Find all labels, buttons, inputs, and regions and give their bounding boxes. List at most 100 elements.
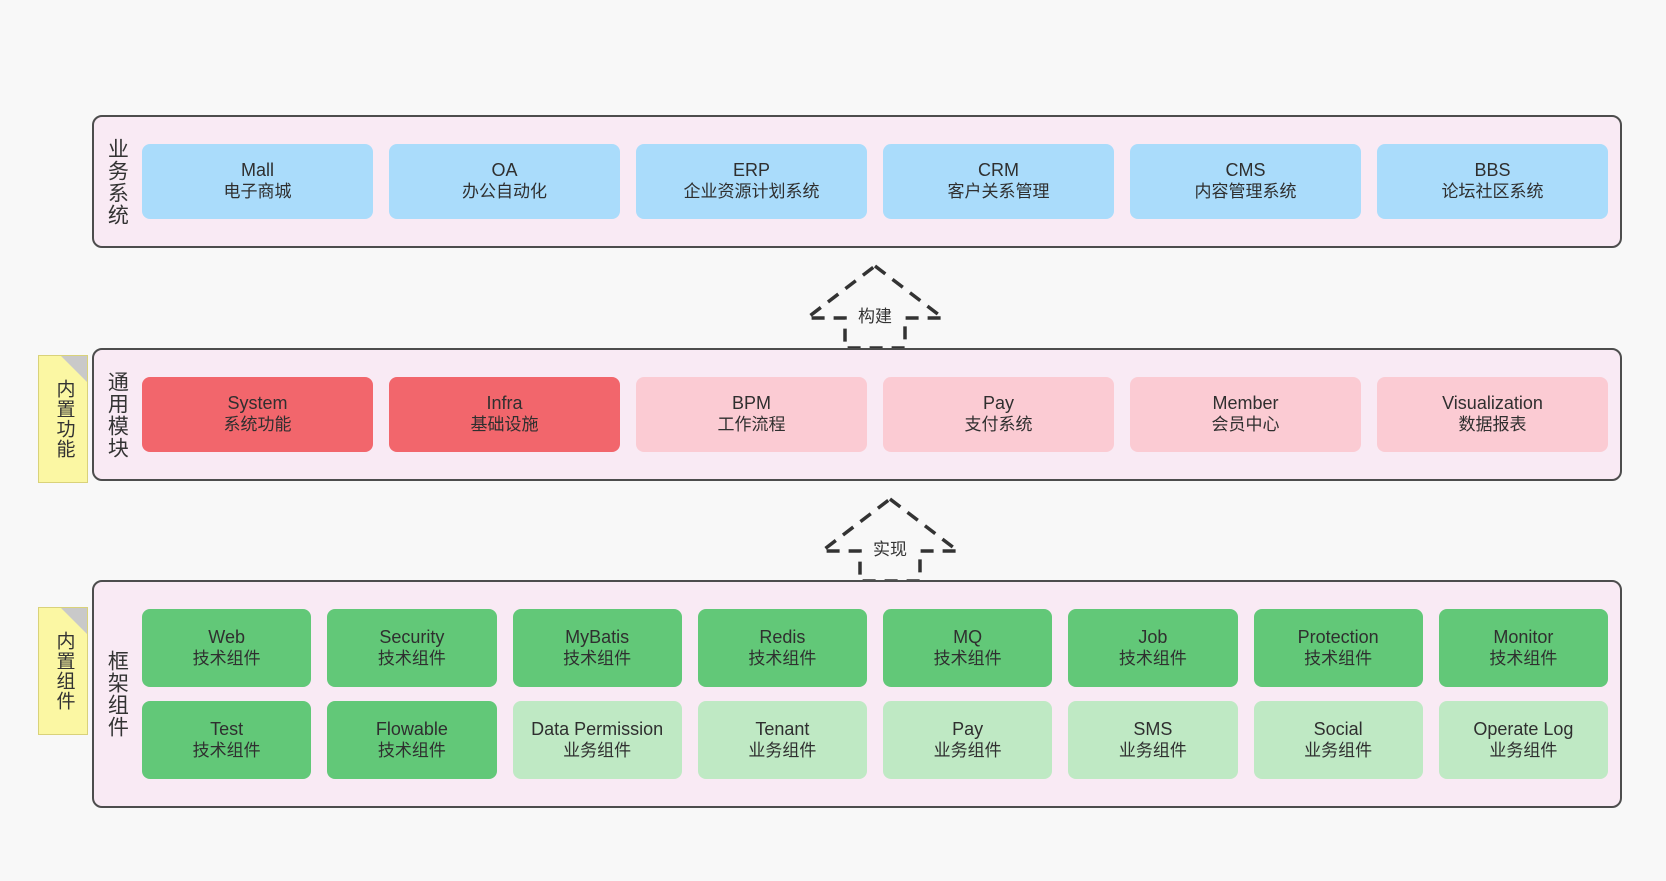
node-title: Pay [982,393,1015,414]
connector-build: 构建 [800,262,950,350]
layer-body-framework-components: Web 技术组件 Security 技术组件 MyBatis 技术组件 Redi… [138,582,1620,806]
node-title: Visualization [1442,393,1543,414]
node-title: Social [1313,718,1363,739]
layer-business-systems: 业务系统 Mall 电子商城 OA 办公自动化 ERP 企业资源计划系统 CRM… [92,115,1622,248]
node-title: CRM [978,160,1019,181]
node-title: Redis [759,626,806,647]
node-subtitle: 业务组件 [748,740,817,760]
node-title: Data Permission [531,718,664,739]
node-title: Job [1138,626,1168,647]
connector-implement: 实现 [815,495,965,583]
node-title: Protection [1297,626,1379,647]
node-mybatis[interactable]: MyBatis 技术组件 [512,609,682,687]
node-security[interactable]: Security 技术组件 [327,609,497,687]
node-mq[interactable]: MQ 技术组件 [883,609,1053,687]
node-title: ERP [732,160,770,181]
node-oa[interactable]: OA 办公自动化 [389,144,620,219]
node-cms[interactable]: CMS 内容管理系统 [1130,144,1361,219]
connector-implement-label: 实现 [873,540,907,559]
node-subtitle: 业务组件 [1489,740,1558,760]
node-operate-log[interactable]: Operate Log 业务组件 [1438,701,1608,779]
node-subtitle: 业务组件 [1118,740,1187,760]
node-crm[interactable]: CRM 客户关系管理 [883,144,1114,219]
node-title: BPM [731,393,771,414]
node-title: Tenant [755,718,810,739]
node-subtitle: 论坛社区系统 [1441,182,1544,202]
node-mall[interactable]: Mall 电子商城 [142,144,373,219]
node-redis[interactable]: Redis 技术组件 [697,609,867,687]
node-system[interactable]: System 系统功能 [142,377,373,452]
layer-row: Mall 电子商城 OA 办公自动化 ERP 企业资源计划系统 CRM 客户关系… [142,144,1608,219]
note-label: 内置功能 [53,379,75,459]
layer-body-business-systems: Mall 电子商城 OA 办公自动化 ERP 企业资源计划系统 CRM 客户关系… [138,117,1620,246]
node-sms[interactable]: SMS 业务组件 [1068,701,1238,779]
node-title: System [227,393,288,414]
node-data-permission[interactable]: Data Permission 业务组件 [512,701,682,779]
layer-common-modules: 通用模块 System 系统功能 Infra 基础设施 BPM 工作流程 Pay… [92,348,1622,481]
node-subtitle: 办公自动化 [462,182,547,202]
node-title: Security [379,626,445,647]
node-subtitle: 业务组件 [933,740,1002,760]
node-subtitle: 电子商城 [223,182,292,202]
node-subtitle: 系统功能 [223,415,292,435]
node-bbs[interactable]: BBS 论坛社区系统 [1377,144,1608,219]
node-subtitle: 企业资源计划系统 [683,182,820,202]
node-tenant[interactable]: Tenant 业务组件 [697,701,867,779]
node-subtitle: 技术组件 [1304,648,1373,668]
node-protection[interactable]: Protection 技术组件 [1253,609,1423,687]
node-subtitle: 技术组件 [192,648,261,668]
node-title: SMS [1133,718,1173,739]
node-subtitle: 技术组件 [377,740,446,760]
node-subtitle: 会员中心 [1211,415,1280,435]
node-member[interactable]: Member 会员中心 [1130,377,1361,452]
node-social[interactable]: Social 业务组件 [1253,701,1423,779]
node-title: Pay [952,718,984,739]
node-title: Flowable [375,718,448,739]
node-monitor[interactable]: Monitor 技术组件 [1438,609,1608,687]
connector-build-label: 构建 [858,307,892,326]
node-pay[interactable]: Pay 支付系统 [883,377,1114,452]
node-subtitle: 业务组件 [1304,740,1373,760]
note-builtin-components: 内置组件 [38,607,88,735]
node-subtitle: 技术组件 [933,648,1002,668]
node-title: OA [491,160,518,181]
node-title: Mall [240,160,274,181]
node-subtitle: 技术组件 [563,648,632,668]
layer-title-business-systems: 业务系统 [105,137,129,226]
node-web[interactable]: Web 技术组件 [142,609,312,687]
node-job[interactable]: Job 技术组件 [1068,609,1238,687]
layer-row: System 系统功能 Infra 基础设施 BPM 工作流程 Pay 支付系统… [142,377,1608,452]
node-title: Web [208,626,245,647]
node-test[interactable]: Test 技术组件 [142,701,312,779]
node-infra[interactable]: Infra 基础设施 [389,377,620,452]
node-title: MyBatis [565,626,630,647]
node-subtitle: 内容管理系统 [1194,182,1297,202]
node-visualization[interactable]: Visualization 数据报表 [1377,377,1608,452]
node-erp[interactable]: ERP 企业资源计划系统 [636,144,867,219]
layer-row: Web 技术组件 Security 技术组件 MyBatis 技术组件 Redi… [142,609,1608,687]
node-pay-component[interactable]: Pay 业务组件 [883,701,1053,779]
layer-body-common-modules: System 系统功能 Infra 基础设施 BPM 工作流程 Pay 支付系统… [138,350,1620,479]
node-subtitle: 业务组件 [563,740,632,760]
node-subtitle: 工作流程 [717,415,786,435]
note-label: 内置组件 [53,631,75,711]
node-subtitle: 基础设施 [470,415,539,435]
layer-framework-components: 框架组件 Web 技术组件 Security 技术组件 MyBatis 技术组件… [92,580,1622,808]
node-subtitle: 数据报表 [1458,415,1527,435]
node-subtitle: 技术组件 [1118,648,1187,668]
layer-title-framework-components: 框架组件 [105,650,129,738]
note-builtin-features: 内置功能 [38,355,88,483]
node-subtitle: 支付系统 [964,415,1033,435]
node-title: Infra [486,393,523,414]
node-flowable[interactable]: Flowable 技术组件 [327,701,497,779]
layer-title-common-modules: 通用模块 [105,370,129,459]
node-title: BBS [1474,160,1511,181]
node-title: MQ [953,626,983,647]
node-subtitle: 技术组件 [748,648,817,668]
node-subtitle: 客户关系管理 [947,182,1050,202]
node-bpm[interactable]: BPM 工作流程 [636,377,867,452]
node-title: Monitor [1493,626,1554,647]
node-title: Test [210,718,244,739]
node-title: Member [1212,393,1279,414]
